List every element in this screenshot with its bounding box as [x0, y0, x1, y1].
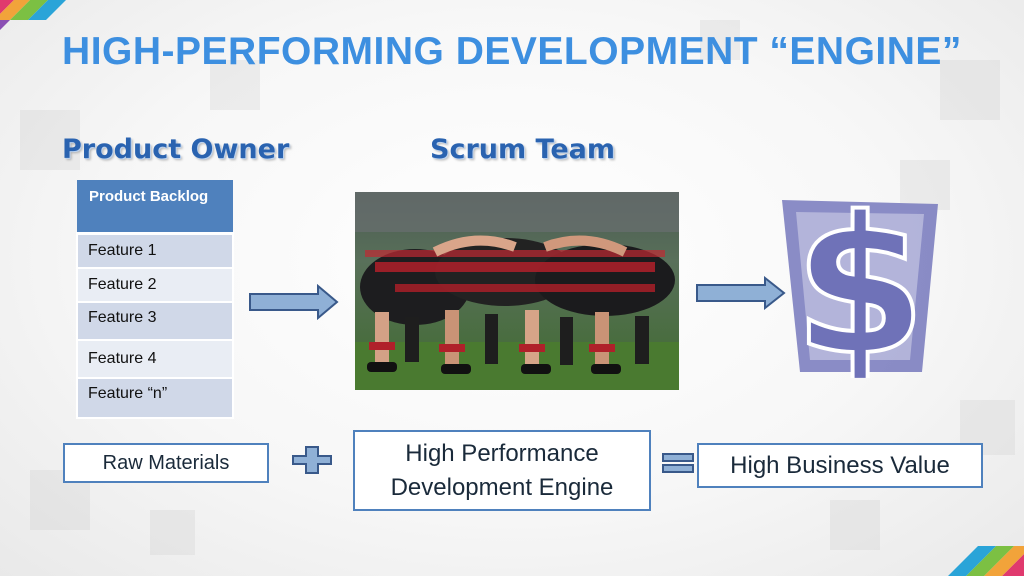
raw-materials-box: Raw Materials — [63, 443, 269, 483]
right-arrow-icon — [249, 284, 339, 320]
business-value-box: High Business Value — [697, 443, 983, 488]
engine-label-line2: Development Engine — [390, 473, 614, 501]
dollar-icon: $ — [782, 192, 938, 378]
scrum-team-photo — [355, 192, 679, 390]
backlog-item: Feature 4 — [76, 339, 234, 379]
backlog-item: Feature 2 — [76, 267, 234, 303]
backlog-item: Feature 3 — [76, 301, 234, 341]
corner-decoration-bottom-right — [948, 546, 1024, 576]
product-backlog-header: Product Backlog — [77, 180, 233, 235]
backlog-item: Feature “n” — [76, 377, 234, 419]
right-arrow-icon — [696, 276, 786, 310]
raw-materials-label: Raw Materials — [102, 451, 230, 474]
product-backlog-table: Product Backlog Feature 1 Feature 2 Feat… — [76, 180, 234, 419]
slide-title: HIGH-PERFORMING DEVELOPMENT “ENGINE” — [62, 30, 962, 73]
backlog-item: Feature 1 — [76, 233, 234, 269]
engine-label-line1: High Performance — [405, 439, 599, 467]
scrum-team-heading: Scrum Team — [430, 134, 616, 165]
development-engine-box: High Performance Development Engine — [353, 430, 651, 511]
business-value-label: High Business Value — [730, 451, 950, 479]
product-owner-heading: Product Owner — [62, 134, 290, 165]
svg-text:$: $ — [794, 192, 926, 378]
plus-icon — [292, 446, 332, 474]
equals-icon — [662, 453, 694, 473]
